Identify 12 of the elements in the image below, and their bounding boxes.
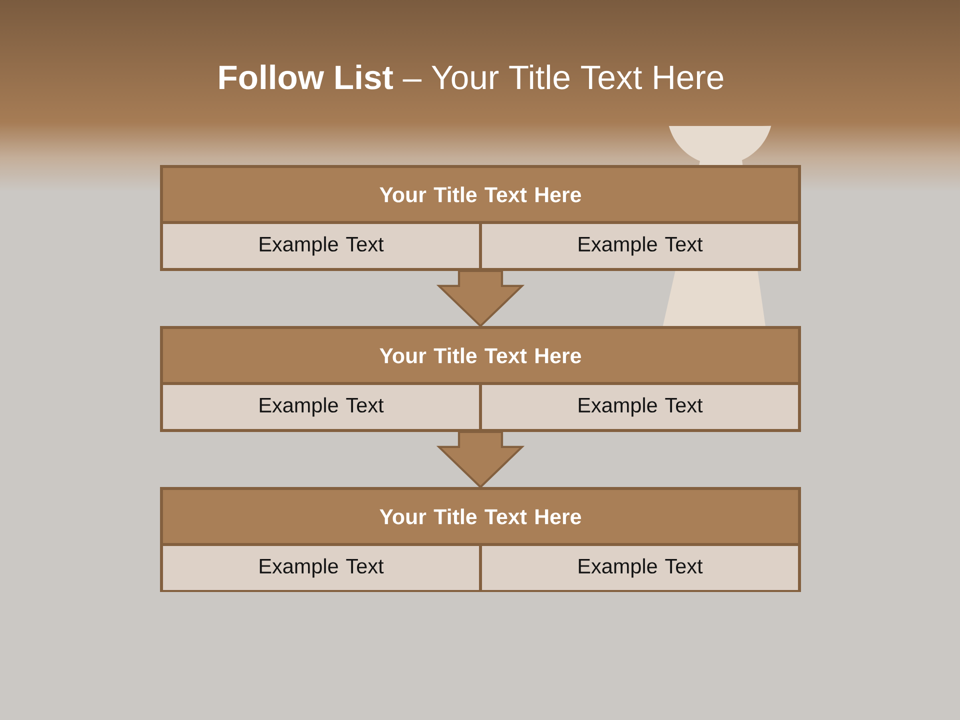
text-cell: Example Text bbox=[482, 385, 798, 429]
text-cell: Example Text bbox=[163, 385, 479, 429]
text-cell: Example Text bbox=[163, 546, 479, 590]
slide-title: Follow List – Your Title Text Here bbox=[220, 64, 724, 90]
title-bar: Your Title Text Here bbox=[163, 490, 798, 543]
title-bar: Your Title Text Here bbox=[163, 168, 798, 221]
block-arrow bbox=[436, 430, 525, 488]
text-cell: Example Text bbox=[163, 224, 479, 268]
title-bar: Your Title Text Here bbox=[163, 329, 798, 382]
text-cell: Example Text bbox=[482, 224, 798, 268]
block-arrow bbox=[436, 270, 525, 328]
text-cell: Example Text bbox=[482, 546, 798, 590]
